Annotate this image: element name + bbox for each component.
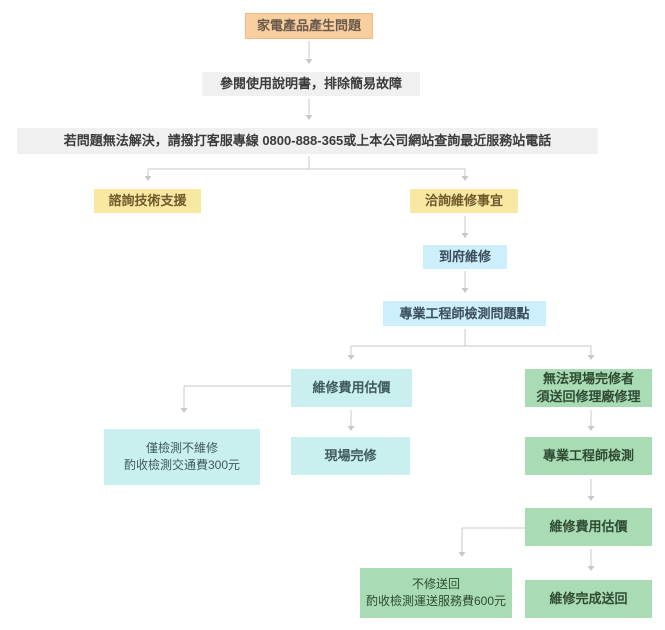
node-contact: 若問題無法解決，請撥打客服專線 0800-888-365或上本公司網站查詢最近服…: [17, 128, 598, 154]
node-cannot-fix-onsite: 無法現場完修者 須送回修理廠修理: [525, 369, 652, 407]
arrowhead-31: [458, 552, 466, 557]
node-return-no-fix: 不修送回 酌收檢測運送服務費600元: [360, 568, 512, 618]
node-manual: 參閱使用說明書，排除簡易故障: [202, 72, 420, 96]
node-onsite-repair: 到府維修: [423, 245, 507, 269]
node-estimate-right: 維修費用估價: [525, 508, 652, 546]
node-repair-inquiry: 洽詢維修事宜: [410, 189, 518, 213]
arrowhead-33: [587, 566, 595, 571]
arrowhead-22: [180, 408, 188, 413]
arrowhead-9: [461, 176, 469, 181]
arrowhead-26: [587, 426, 595, 431]
arrowhead-13: [461, 288, 469, 293]
arrowhead-1: [305, 59, 313, 64]
node-onsite-done: 現場完修: [291, 437, 410, 475]
arrowhead-3: [305, 115, 313, 120]
arrowhead-19: [587, 355, 595, 360]
arrowhead-28: [587, 496, 595, 501]
node-factory-check: 專業工程師檢測: [525, 437, 652, 475]
arrowhead-24: [347, 426, 355, 431]
arrowhead-11: [461, 233, 469, 238]
node-tech-support: 諮詢技術支援: [94, 189, 201, 213]
node-fixed-return: 維修完成送回: [525, 580, 652, 618]
node-check-only: 僅檢測不維修 酌收檢測交通費300元: [104, 429, 260, 485]
node-estimate-left: 維修費用估價: [291, 369, 412, 407]
node-start: 家電產品產生問題: [245, 13, 373, 39]
arrowhead-17: [347, 355, 355, 360]
arrowhead-7: [144, 176, 152, 181]
node-engineer-check: 專業工程師檢測問題點: [383, 301, 546, 326]
